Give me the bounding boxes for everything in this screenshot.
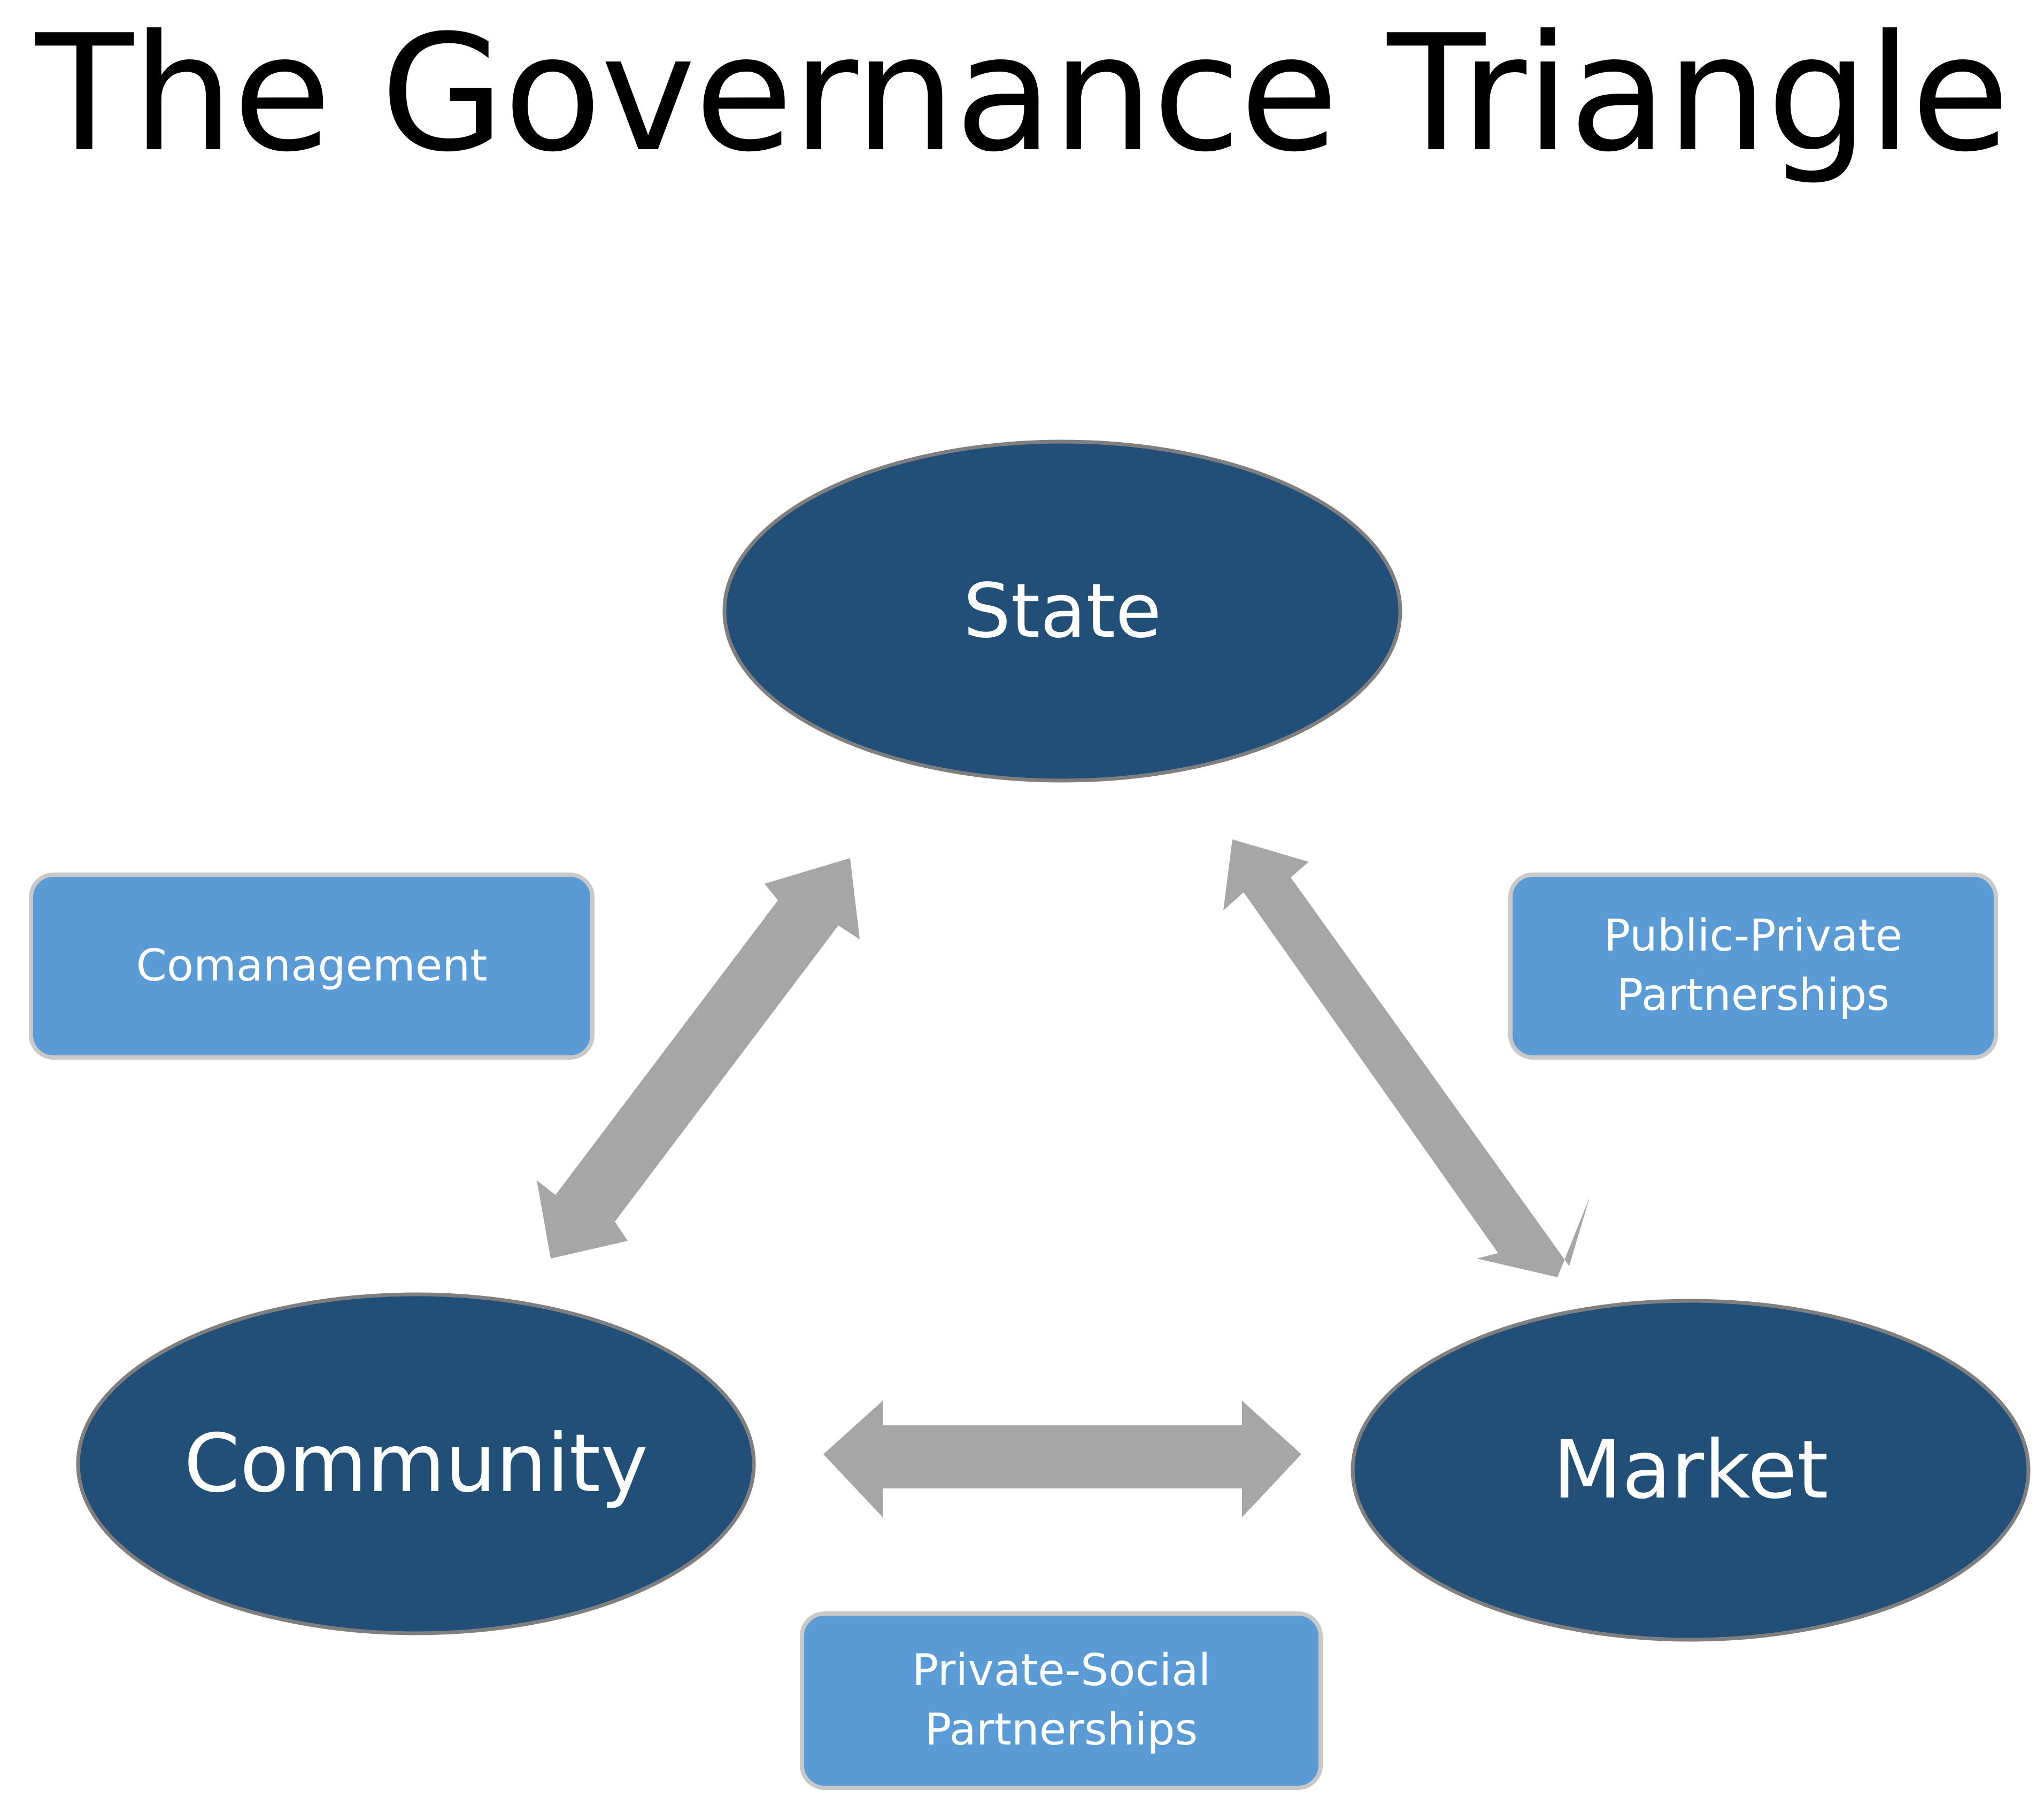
- market-label: Market: [1553, 1424, 1829, 1517]
- public-private-label: Public-Private Partnerships: [1603, 910, 1903, 1021]
- arrow-state-market: [1223, 839, 1590, 1277]
- comanagement-box: [29, 873, 595, 1060]
- market-node: [1351, 1299, 2031, 1642]
- public-private-box: [1508, 873, 1998, 1060]
- private-social-box: [800, 1611, 1323, 1790]
- community-label: Community: [183, 1417, 649, 1510]
- comanagement-label: Comanagement: [136, 940, 488, 991]
- community-node: [76, 1292, 756, 1635]
- state-node: [722, 439, 1402, 783]
- arrow-state-community: [537, 858, 860, 1259]
- arrow-community-market: [823, 1401, 1301, 1517]
- private-social-label: Private-Social Partnerships: [912, 1645, 1211, 1755]
- state-label: State: [963, 567, 1162, 655]
- page-title: The Governance Triangle: [35, 1, 2010, 187]
